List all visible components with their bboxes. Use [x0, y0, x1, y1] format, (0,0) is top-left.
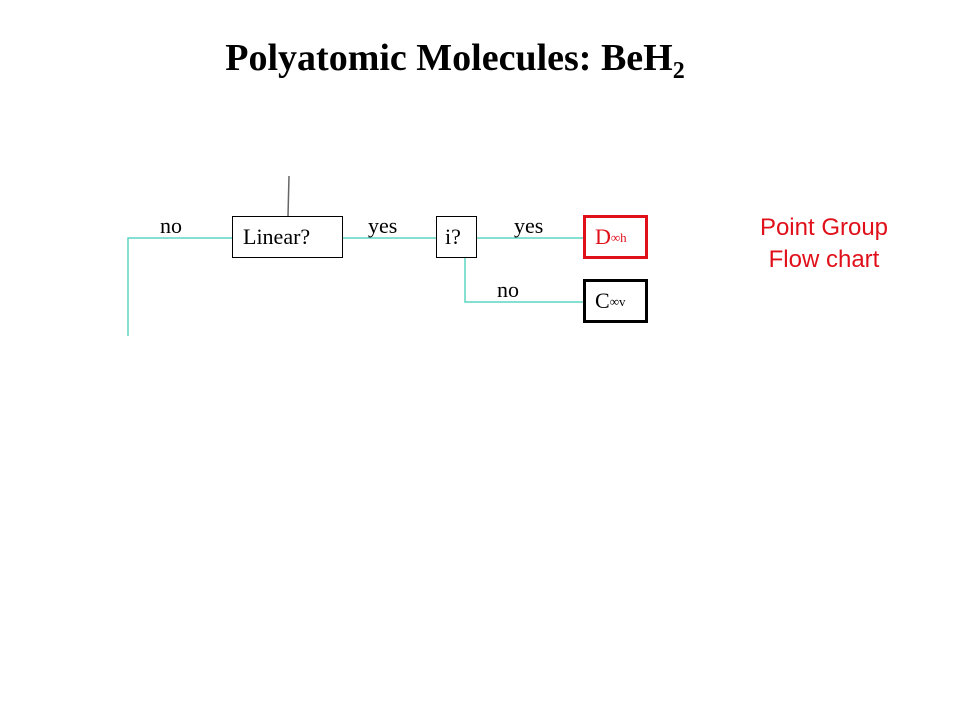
dinfh-result-box: D∞h [583, 215, 648, 259]
cinfv-result-box: C∞v [583, 279, 648, 323]
side-note: Point Group Flow chart [744, 212, 904, 276]
connector-no-branch [127, 237, 232, 336]
title-subscript: 2 [672, 58, 685, 84]
cinfv-letter: C [595, 288, 610, 313]
title-text: Polyatomic Molecules: BeH [225, 37, 673, 79]
inversion-question-box: i? [436, 216, 477, 258]
label-yes-inversion: yes [514, 213, 544, 238]
label-yes-linear: yes [368, 213, 398, 238]
page-title: Polyatomic Molecules: BeH2 [0, 36, 910, 85]
dinfh-letter: D [595, 224, 611, 249]
connector-i-to-cinfv [464, 258, 583, 303]
label-no-left: no [160, 213, 182, 238]
side-note-line1: Point Group [759, 214, 889, 241]
side-note-line2: Flow chart [768, 246, 880, 273]
label-no-inversion: no [497, 277, 519, 302]
dinfh-subscript: ∞h [610, 229, 627, 245]
cinfv-subscript: ∞v [609, 293, 626, 309]
incoming-connector [287, 175, 290, 217]
linear-question-box: Linear? [232, 216, 343, 258]
